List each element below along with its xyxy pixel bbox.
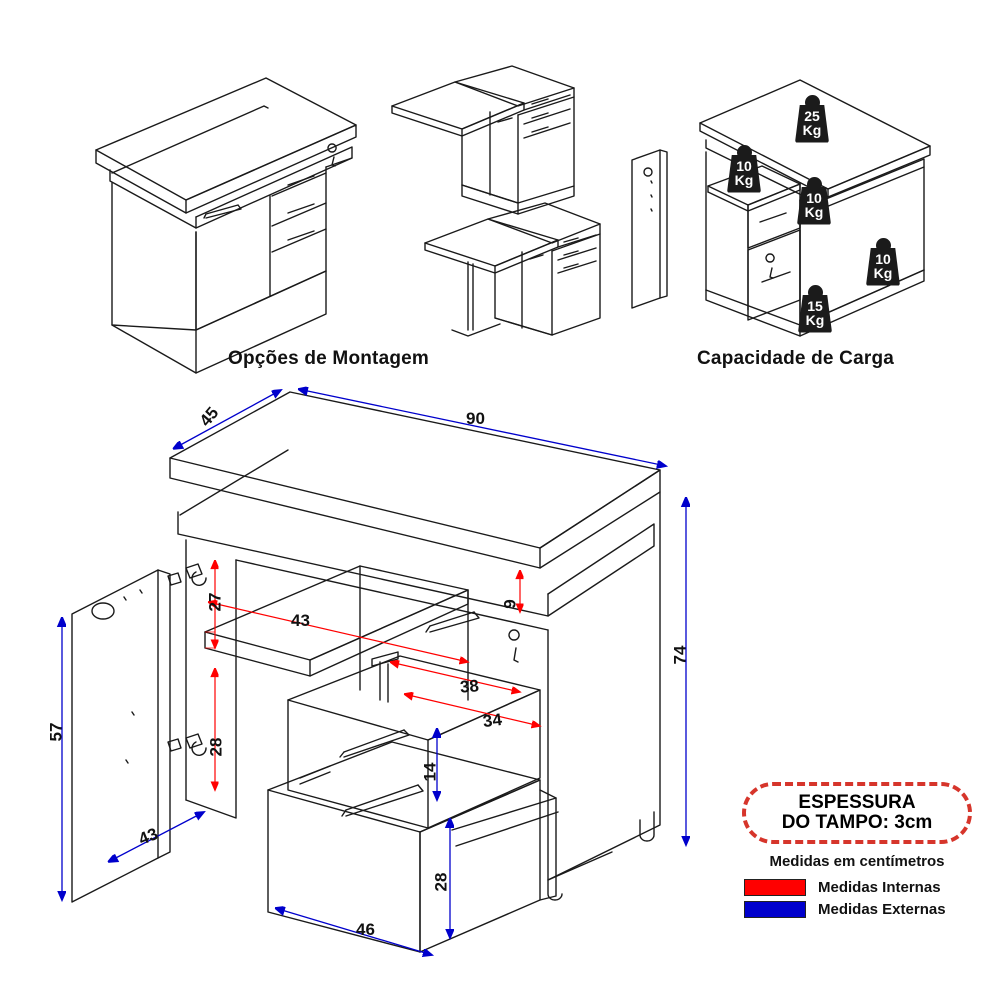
assembly-variant-extension-with-leg (424, 202, 601, 337)
dim-label-drawer-width-46: 46 (356, 920, 375, 939)
badge-unit: Kg (873, 265, 893, 282)
load-badge-side-panel: 10 Kg (866, 238, 900, 286)
legend-label-internal: Medidas Internas (818, 879, 941, 896)
load-capacity-caption: Capacidade de Carga (697, 348, 895, 369)
thickness-line-1: ESPESSURA (798, 791, 916, 813)
load-badge-lower-drawer: 15 Kg (798, 285, 832, 333)
dim-label-drawer-height-14: 14 (420, 762, 440, 782)
dim-label-shelf-depth-43: 43 (291, 611, 310, 630)
dim-label-height-74: 74 (670, 645, 690, 665)
top-thickness-callout: ESPESSURA DO TAMPO: 3cm (742, 782, 972, 844)
internal-dimension-lines (205, 560, 540, 790)
legend-row-internal: Medidas Internas (744, 879, 988, 896)
legend-swatch-internal (744, 879, 806, 896)
badge-value: 15 (807, 298, 823, 314)
badge-value: 25 (804, 108, 820, 124)
legend-label-external: Medidas Externas (818, 901, 946, 918)
legend-panel: ESPESSURA DO TAMPO: 3cm Medidas em centí… (726, 782, 988, 923)
legend-swatch-external (744, 901, 806, 918)
units-note: Medidas em centímetros (769, 853, 945, 870)
load-badge-top-surface: 25 Kg (795, 95, 829, 143)
badge-unit: Kg (804, 204, 824, 221)
badge-value: 10 (736, 158, 752, 174)
legend-row-external: Medidas Externas (744, 901, 988, 918)
badge-unit: Kg (805, 312, 825, 329)
dim-label-lower-compartment-28: 28 (206, 737, 226, 757)
badge-unit: Kg (802, 122, 822, 139)
assembly-variant-extension-top (391, 65, 575, 215)
load-capacity-drawing (631, 79, 931, 337)
badge-value: 10 (806, 190, 822, 206)
thickness-line-2: DO TAMPO: 3cm (781, 812, 933, 833)
external-dimension-lines (62, 389, 686, 955)
load-badge-upper-drawer: 10 Kg (797, 177, 831, 225)
main-dimension-drawing (71, 391, 661, 953)
badge-value: 10 (875, 251, 891, 267)
assembly-options-caption: Opções de Montagem (228, 348, 430, 369)
dim-label-drawer-inner-width-38: 38 (459, 676, 480, 697)
dim-label-width-90: 90 (466, 409, 485, 428)
assembly-variant-standalone (95, 77, 357, 374)
dim-label-door-height-57: 57 (46, 722, 66, 742)
legend-rows: Medidas Internas Medidas Externas (726, 879, 988, 918)
load-badge-upper-shelf: 10 Kg (727, 145, 761, 193)
dim-label-drawer-inner-depth-34: 34 (481, 709, 503, 732)
dim-label-upper-compartment-27: 27 (205, 592, 225, 612)
badge-unit: Kg (734, 172, 754, 189)
dim-label-drawer-height-28: 28 (431, 872, 451, 892)
dim-label-gap-9: 9 (500, 599, 520, 609)
